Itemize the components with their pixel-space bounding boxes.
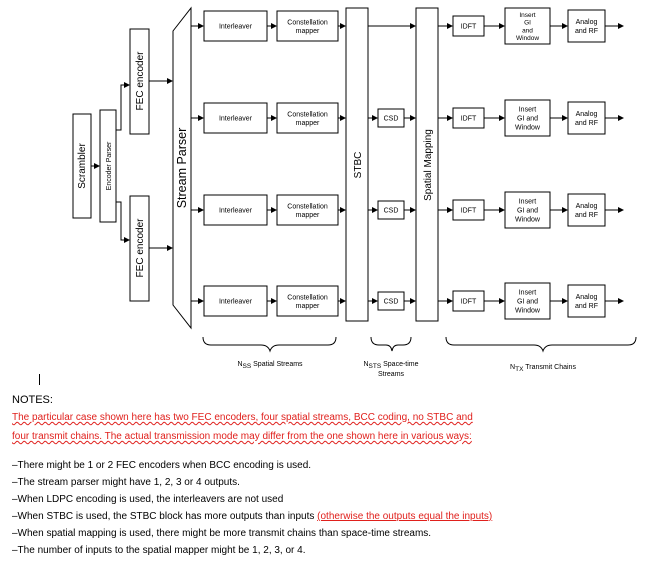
scrambler-block: Scrambler [72,113,92,219]
spatial-mapping-label: Spatial Mapping [423,129,434,201]
notes-title: NOTES: [12,394,53,406]
interleaver-block [203,194,268,226]
insert-gi-window-block [504,191,551,229]
notes-red-line-2: four transmit chains. The actual transmi… [12,431,472,442]
brace-spatial-streams: NSS Spatial Streams [202,336,337,370]
interleaver-label: Interleaver [219,299,253,306]
csd-label: CSD [384,208,399,215]
idft-label: IDFT [461,24,477,31]
label-space-time-streams-2: Streams [378,371,405,378]
interleaver-label: Interleaver [219,24,253,31]
note-item: –When STBC is used, the STBC block has m… [12,511,493,522]
analog-rf-block [567,284,606,318]
note-item: –The number of inputs to the spatial map… [12,545,306,556]
fec-encoder-bottom-label: FEC encoder [135,218,146,278]
insert-gi-window-block [504,99,551,137]
fec-encoder-top-label: FEC encoder [135,51,146,111]
note-item: –There might be 1 or 2 FEC encoders when… [12,460,312,471]
stbc-block: STBC [345,7,369,322]
interleaver-block [203,10,268,42]
scrambler-label: Scrambler [77,143,88,189]
constellation-mapper-block [276,285,339,317]
interleaver-block [203,102,268,134]
analog-rf-block [567,101,606,135]
constellation-mapper-block [276,194,339,226]
stbc-label: STBC [353,152,364,179]
brace-space-time-streams: NSTS Space-time Streams [363,336,419,378]
analog-rf-block [567,9,606,43]
notes-red-line-1: The particular case shown here has two F… [12,412,473,423]
idft-label: IDFT [461,116,477,123]
note-inline-red: (otherwise the outputs equal the inputs) [317,511,493,522]
encoder-parser-label: Encoder Parser [106,141,113,190]
analog-rf-block [567,193,606,227]
interleaver-label: Interleaver [219,208,253,215]
fec-encoder-bottom: FEC encoder [129,195,150,302]
text-cursor [39,374,40,385]
note-item: –The stream parser might have 1, 2, 3 or… [12,477,240,488]
idft-label: IDFT [461,299,477,306]
fec-encoder-top: FEC encoder [129,28,150,135]
stream-parser-block: Stream Parser [172,6,192,330]
encoder-parser-block: Encoder Parser [99,109,117,223]
insert-gi-window-block [504,282,551,320]
note-item: –When LDPC encoding is used, the interle… [12,494,284,505]
brace-transmit-chains: NTX Transmit Chains [445,336,637,373]
csd-label: CSD [384,116,399,123]
interleaver-block [203,285,268,317]
csd-label: CSD [384,299,399,306]
label-transmit-chains: NTX Transmit Chains [510,364,576,373]
insert-gi-window-block [504,7,551,45]
label-space-time-streams: NSTS Space-time [363,361,418,370]
transmitter-block-diagram: Scrambler Encoder Parser FEC encoder FEC… [72,6,637,378]
note-item: –When spatial mapping is used, there mig… [12,528,432,539]
label-spatial-streams: NSS Spatial Streams [237,361,303,370]
spatial-mapping-block: Spatial Mapping [415,7,439,322]
idft-label: IDFT [461,208,477,215]
interleaver-label: Interleaver [219,116,253,123]
stream-parser-label: Stream Parser [175,128,189,209]
notes-list: –There might be 1 or 2 FEC encoders when… [12,461,492,563]
